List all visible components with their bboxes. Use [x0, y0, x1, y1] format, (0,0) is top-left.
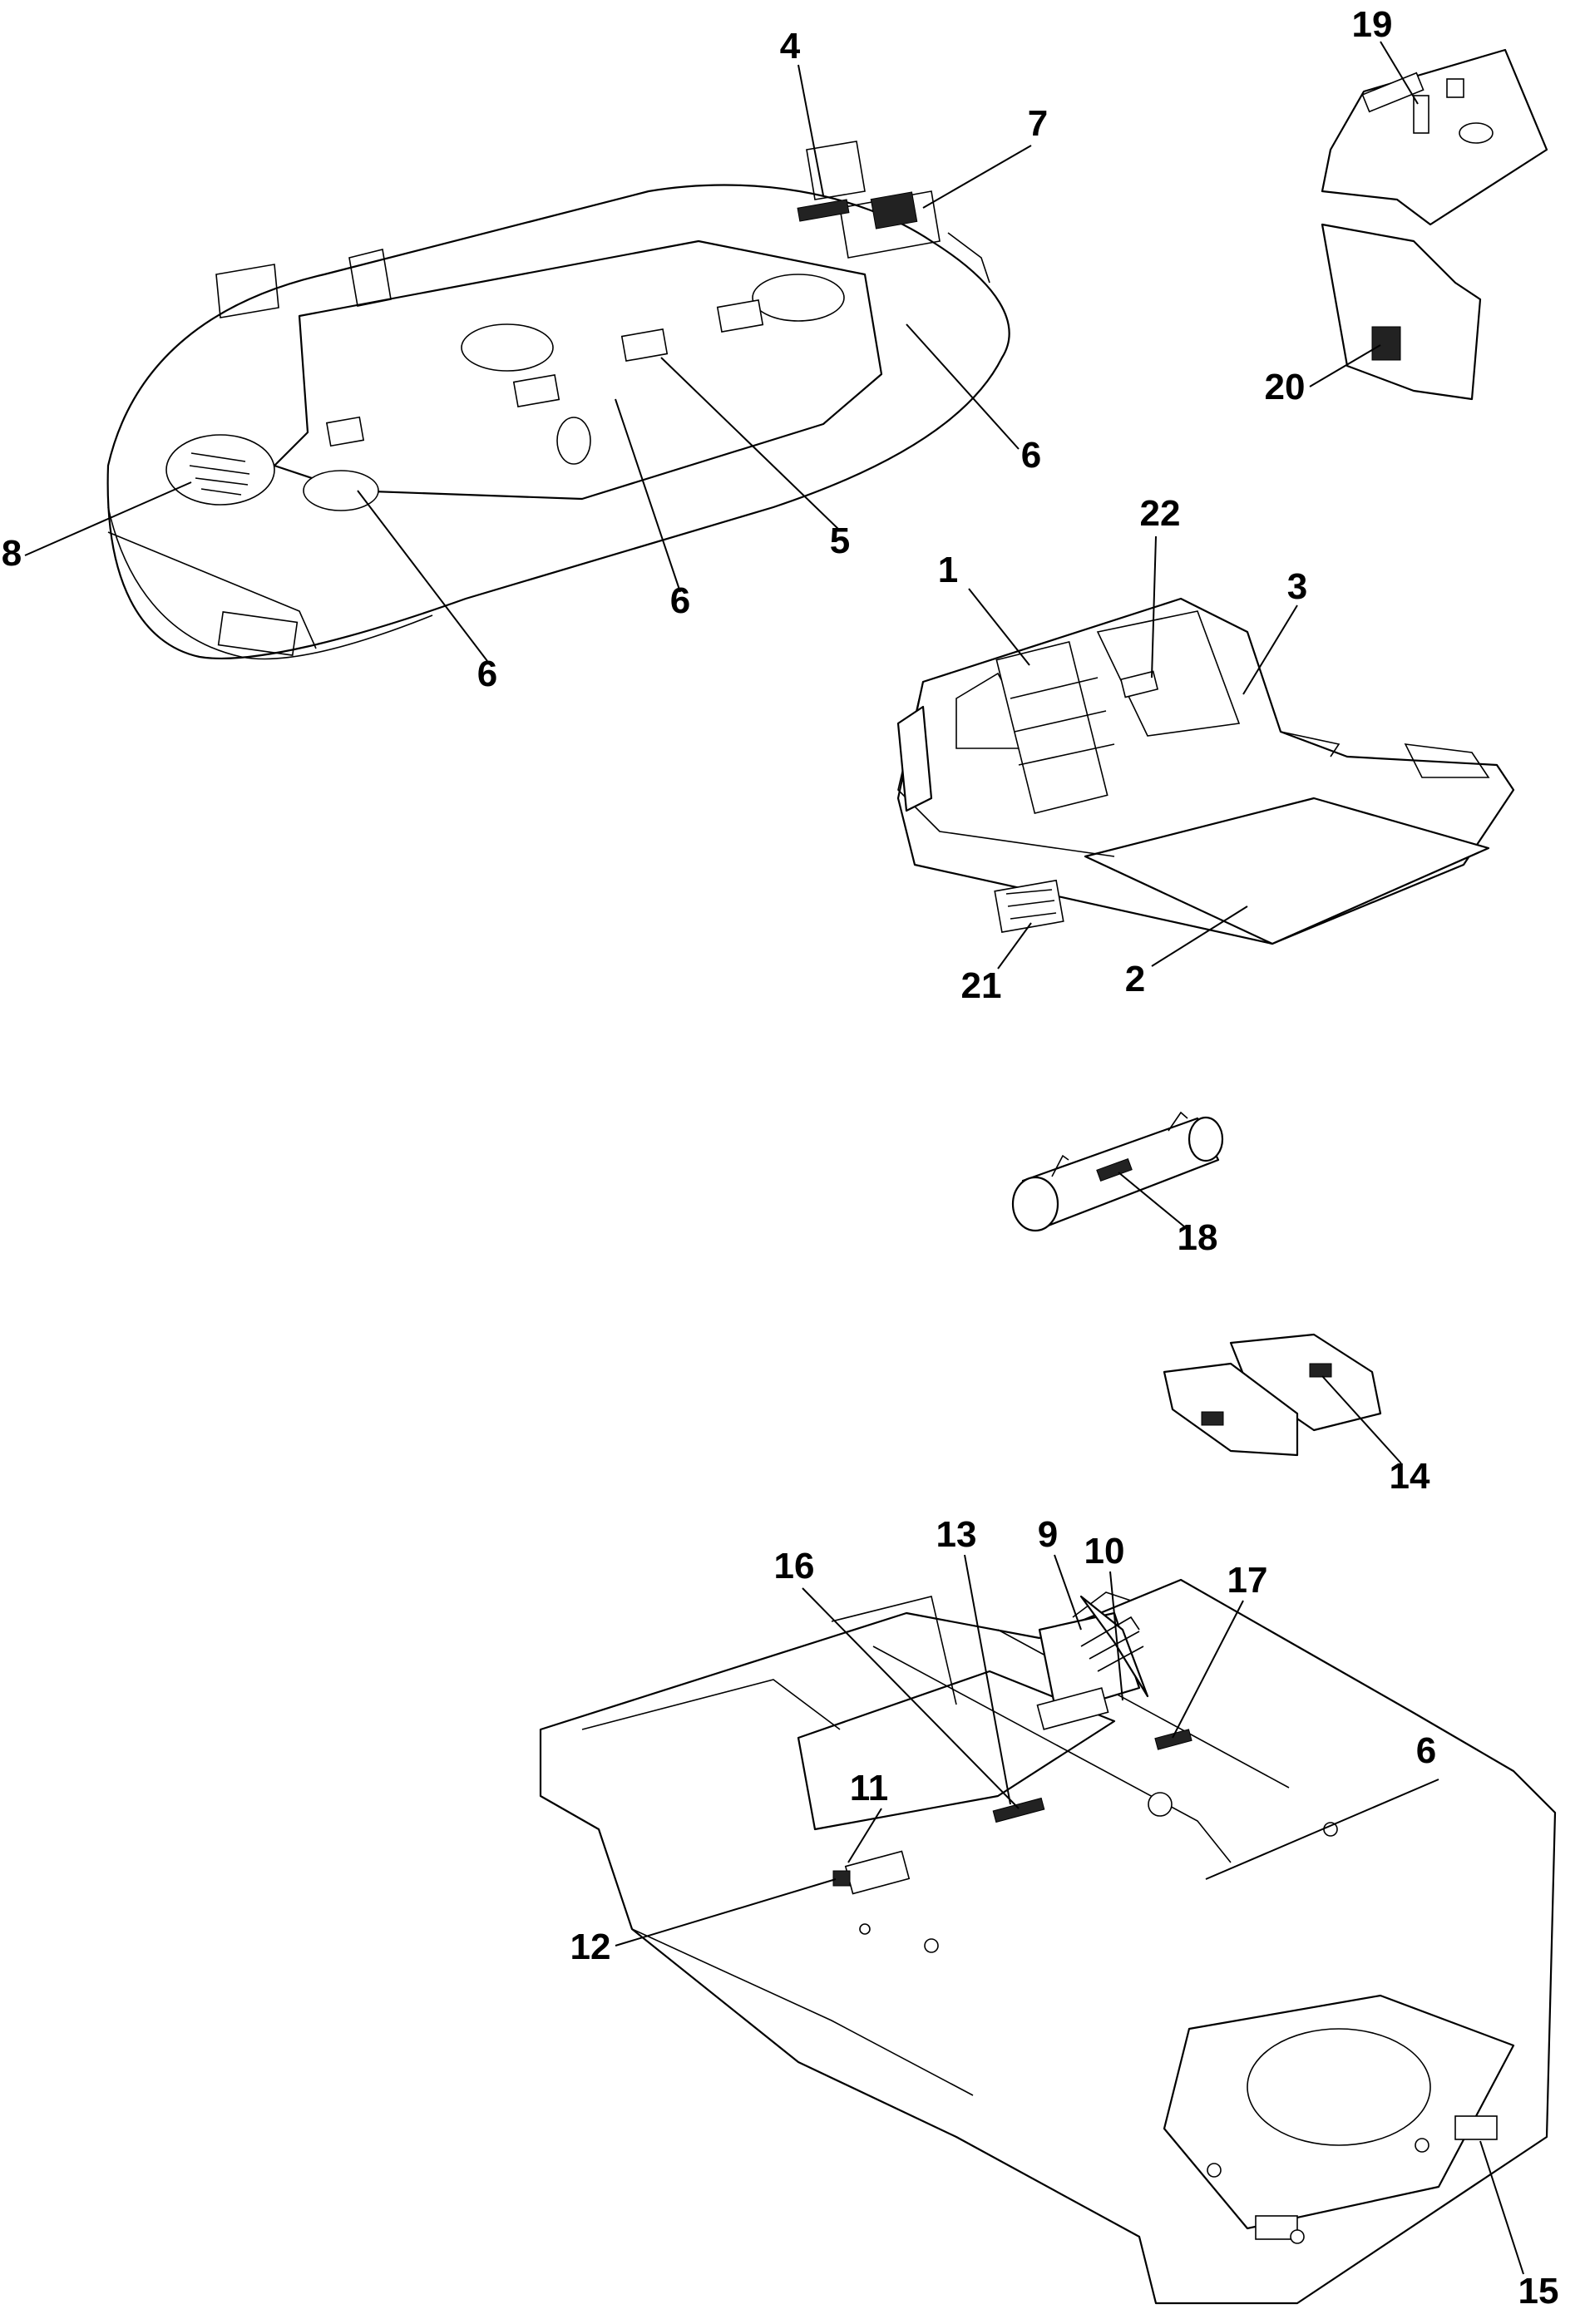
callout-5: 5	[830, 521, 850, 561]
callout-13: 13	[936, 1514, 977, 1555]
callout-4: 4	[780, 26, 801, 67]
leader-line-17	[1321, 1375, 1402, 1464]
callout-21: 21	[961, 965, 1002, 1006]
leader-line-22	[1380, 41, 1419, 105]
leader-line-19	[802, 1587, 1020, 1809]
leader-line-7	[615, 398, 681, 593]
callout-3: 3	[1287, 566, 1307, 607]
callout-11: 11	[850, 1768, 889, 1808]
control-panel	[1321, 48, 1548, 401]
callout-19: 19	[1352, 4, 1393, 45]
leader-line-13	[1109, 1571, 1123, 1701]
leader-line-11	[24, 481, 192, 556]
callout-6: 6	[670, 580, 690, 621]
callout-16: 16	[774, 1546, 815, 1586]
leader-line-12	[1054, 1554, 1082, 1631]
callout-9: 9	[1038, 1514, 1058, 1555]
leader-line-4	[797, 64, 824, 196]
leader-line-15	[615, 1878, 837, 1947]
callout-20: 20	[1265, 367, 1306, 407]
callout-6: 6	[1416, 1730, 1436, 1771]
leader-line-20	[1172, 1600, 1244, 1739]
tube-cover	[1011, 1111, 1224, 1232]
leader-line-5	[660, 357, 841, 531]
callout-8: 8	[2, 533, 22, 574]
callout-18: 18	[1178, 1217, 1218, 1258]
leader-line-9	[1205, 1779, 1439, 1880]
leader-line-21	[1118, 1172, 1190, 1231]
leader-line-3	[1242, 604, 1298, 695]
leader-line-1	[968, 588, 1030, 666]
leader-line-24	[997, 922, 1032, 970]
mower-deck	[106, 141, 1010, 660]
leader-line-8	[906, 323, 1020, 450]
side-shields	[1163, 1333, 1382, 1457]
leader-line-23	[1309, 344, 1381, 387]
main-frame	[539, 1578, 1557, 2305]
callout-6: 6	[477, 654, 497, 694]
leader-line-16	[964, 1554, 1011, 1805]
floor-pan	[896, 597, 1515, 945]
leader-line-10	[922, 145, 1032, 209]
callout-14: 14	[1390, 1456, 1430, 1497]
callout-22: 22	[1140, 493, 1181, 534]
leader-line-6	[357, 490, 488, 662]
callout-12: 12	[570, 1927, 611, 1967]
leader-line-18	[1479, 2140, 1524, 2275]
callout-6: 6	[1021, 435, 1041, 476]
callout-17: 17	[1227, 1560, 1268, 1601]
callout-2: 2	[1125, 959, 1145, 999]
callout-1: 1	[938, 550, 958, 590]
leader-line-2	[1151, 905, 1248, 967]
callout-10: 10	[1084, 1531, 1125, 1572]
callout-15: 15	[1518, 2271, 1559, 2312]
leader-line-25	[1151, 535, 1157, 678]
leader-line-14	[847, 1808, 882, 1863]
callout-7: 7	[1028, 103, 1048, 144]
